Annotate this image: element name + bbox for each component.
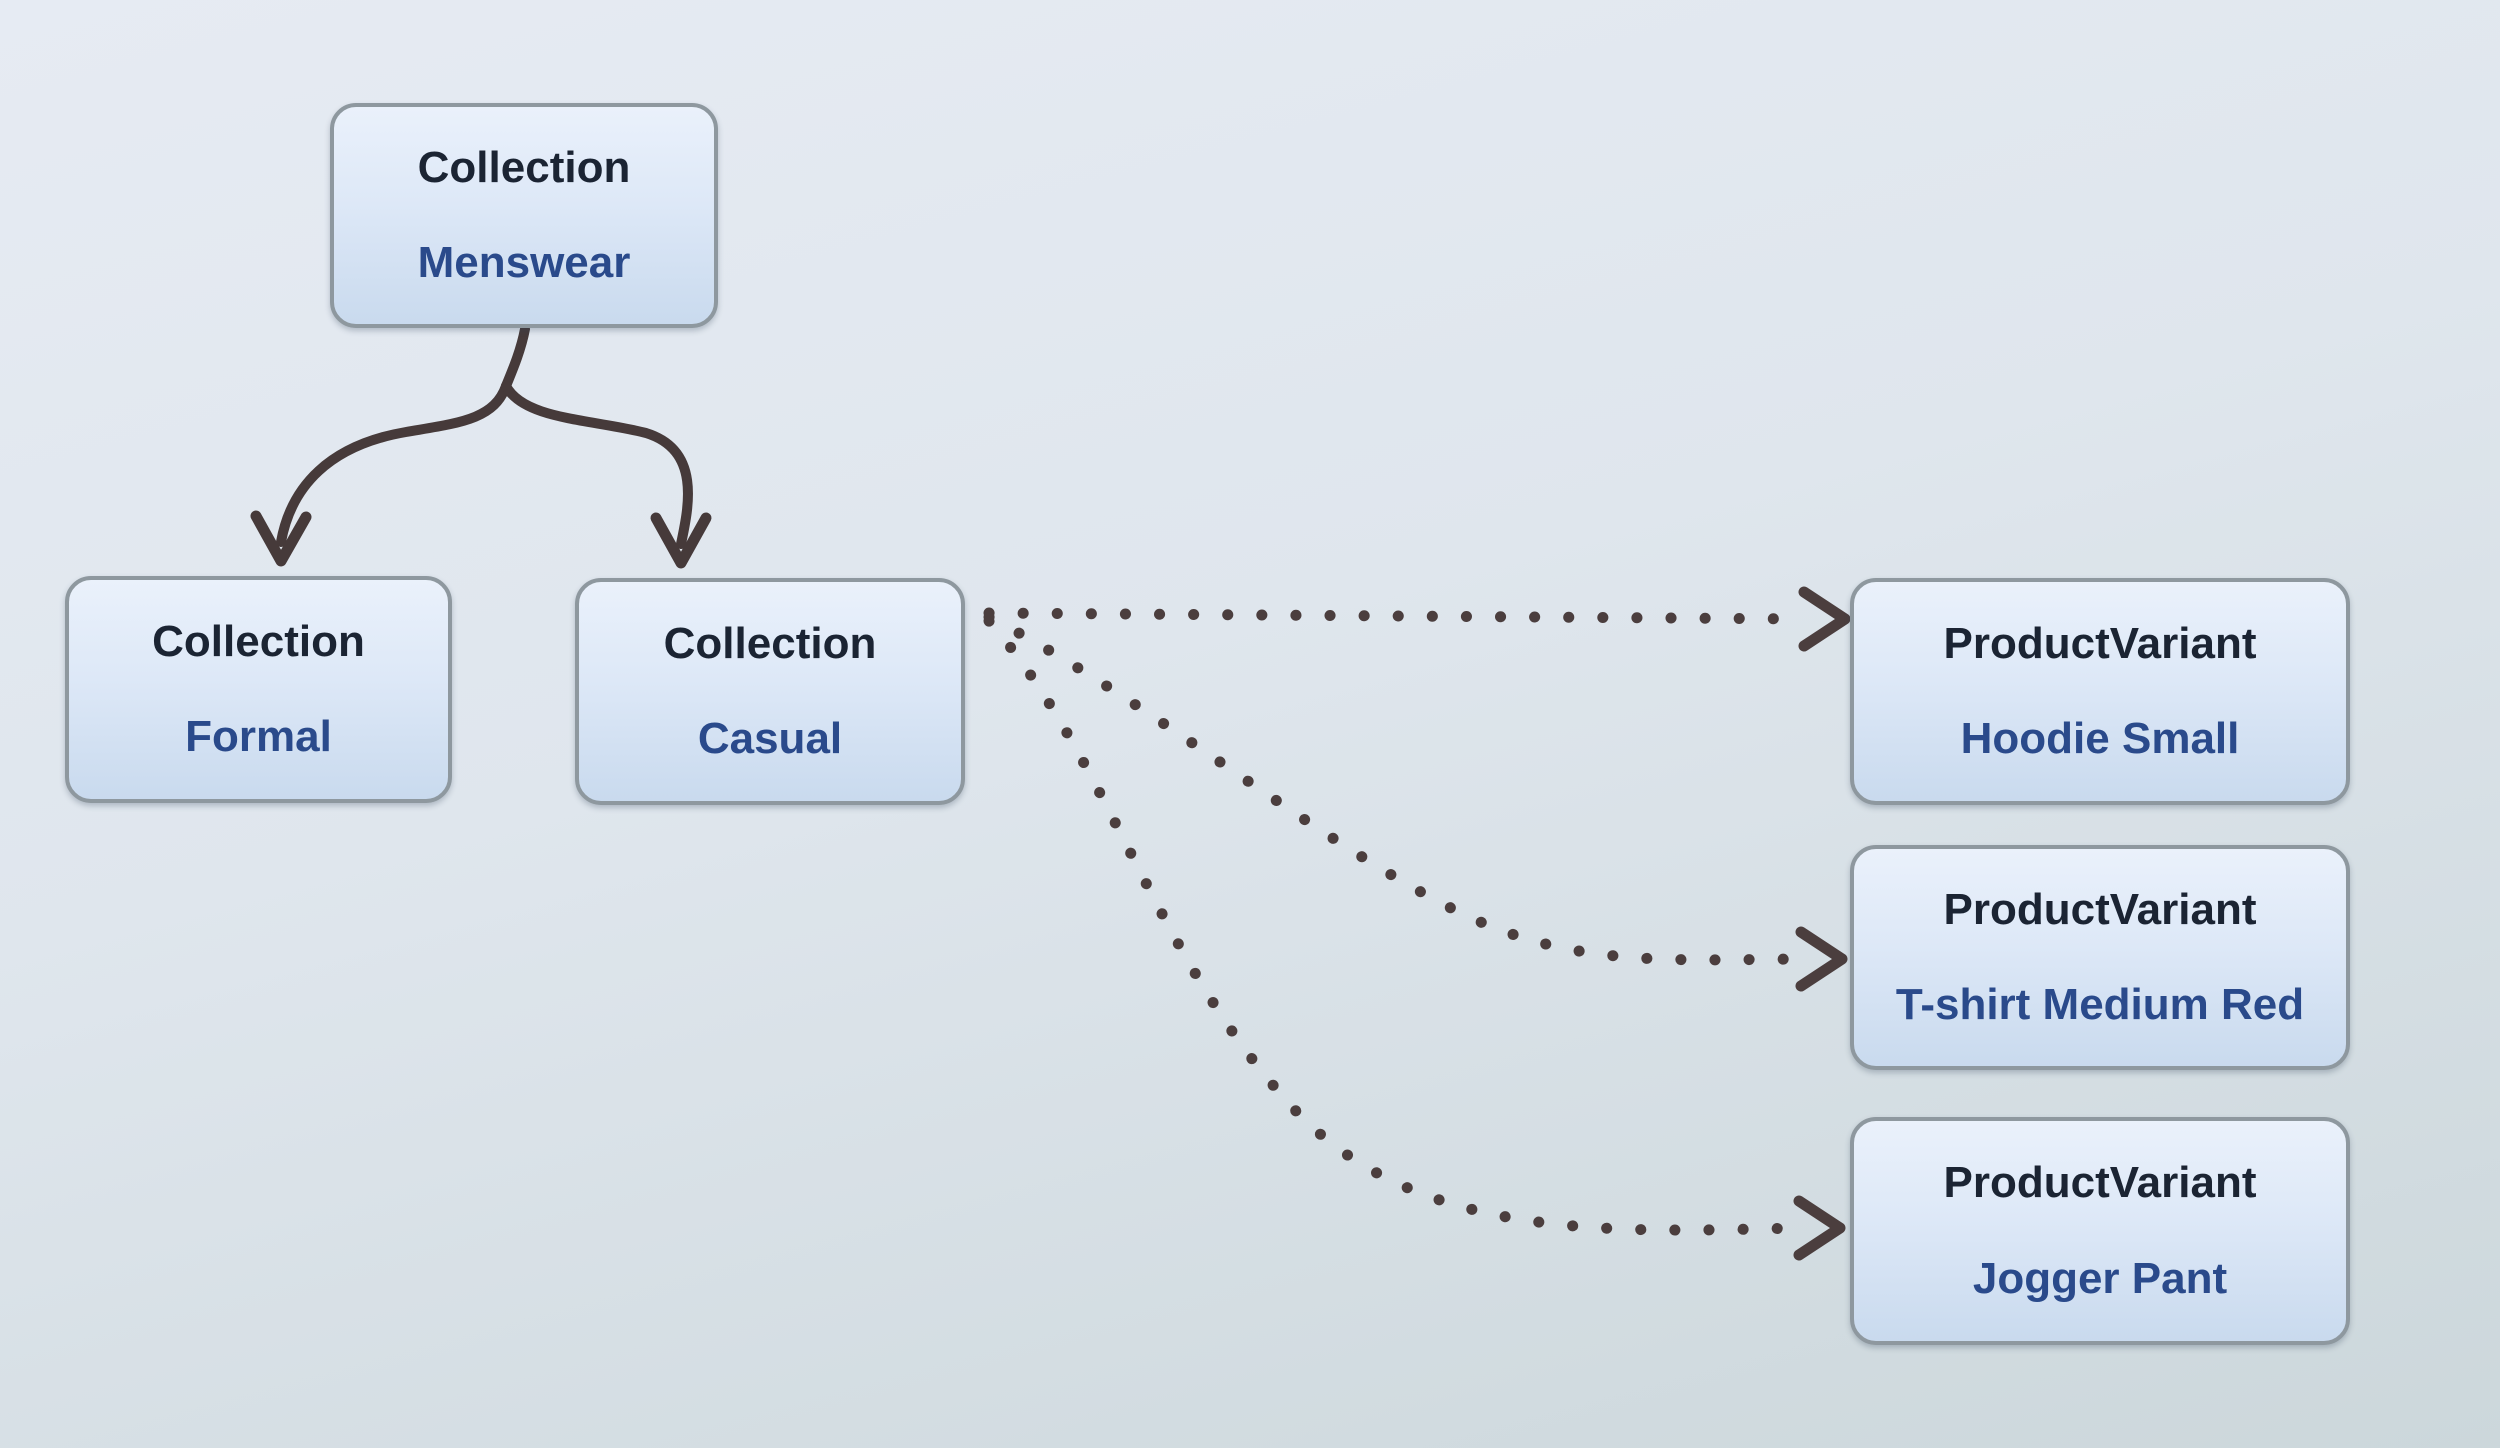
node-name-label: Hoodie Small <box>1960 714 2240 764</box>
node-type-label: ProductVariant <box>1943 618 2257 668</box>
edge-menswear-formal <box>276 381 511 547</box>
node-type-label: Collection <box>663 618 877 668</box>
edge-menswear-casual <box>501 381 693 549</box>
edge-casual-hoodie <box>983 607 1812 625</box>
node-collection-formal: Collection Formal <box>65 576 452 803</box>
node-type-label: ProductVariant <box>1943 1158 2257 1207</box>
node-type-label: Collection <box>152 616 365 666</box>
node-name-label: Jogger Pant <box>1972 1254 2228 1303</box>
node-type-label: ProductVariant <box>1943 885 2257 935</box>
node-name-label: Formal <box>185 712 332 762</box>
edge-menswear-stem <box>501 324 530 391</box>
node-name-label: T-shirt Medium Red <box>1895 979 2305 1029</box>
node-productvariant-tshirt-medium-red: ProductVariant T-shirt Medium Red <box>1850 845 2350 1070</box>
arrowhead-casual <box>650 512 712 569</box>
node-name-label: Menswear <box>417 237 631 287</box>
arrowhead-jogger <box>1793 1195 1846 1261</box>
node-productvariant-jogger-pant: ProductVariant Jogger Pant <box>1850 1117 2350 1345</box>
node-type-label: Collection <box>417 143 631 193</box>
node-productvariant-hoodie-small: ProductVariant Hoodie Small <box>1850 578 2350 805</box>
arrowhead-tshirt <box>1795 926 1848 992</box>
node-collection-casual: Collection Casual <box>575 578 965 805</box>
edge-casual-tshirt <box>983 611 1806 966</box>
arrowhead-hoodie <box>1798 586 1851 652</box>
node-collection-menswear: Collection Menswear <box>330 103 718 328</box>
edge-casual-jogger <box>983 615 1806 1236</box>
arrowhead-formal <box>250 510 312 567</box>
node-name-label: Casual <box>697 714 843 764</box>
